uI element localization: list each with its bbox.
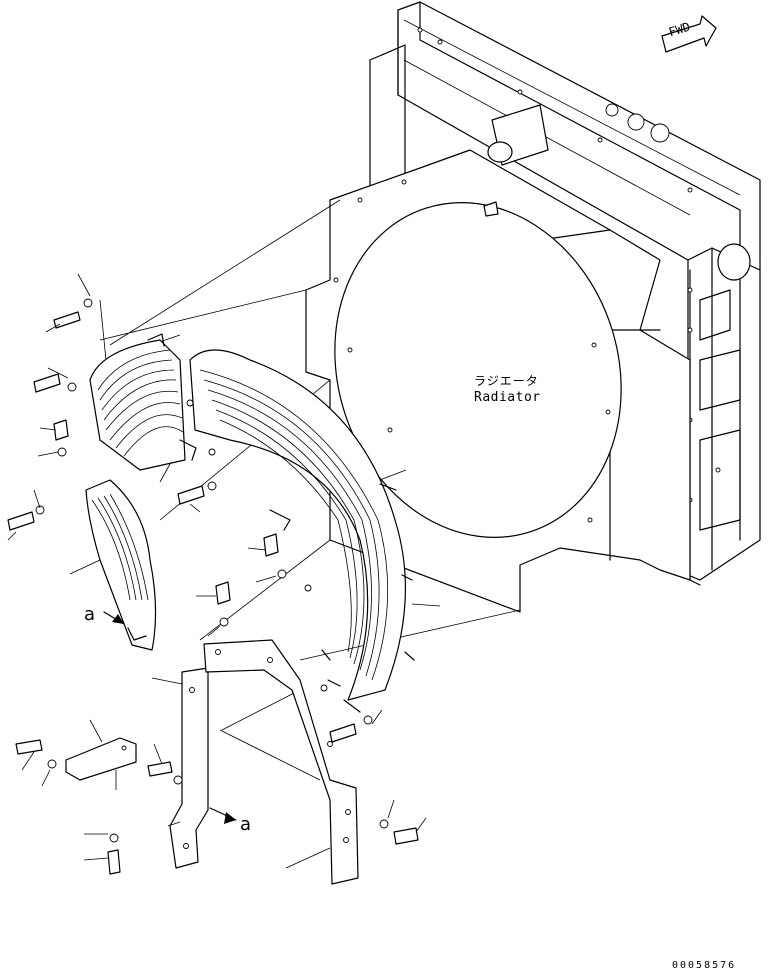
bolt-icon bbox=[329, 715, 373, 743]
figure-code: 00058576 bbox=[672, 960, 737, 971]
bolt-icon bbox=[215, 581, 231, 627]
fan-guard-net-upper-left bbox=[89, 333, 197, 471]
bolt-icon bbox=[15, 739, 57, 769]
bolt-icon bbox=[53, 419, 69, 457]
bracket-angled-center bbox=[203, 639, 359, 885]
view-marker-a-1: a bbox=[84, 604, 96, 625]
radiator-label-jp: ラジエータ bbox=[474, 374, 539, 388]
bolt-icon bbox=[379, 819, 419, 845]
fan-shroud-plate bbox=[305, 149, 691, 613]
view-marker-a-2: a bbox=[240, 814, 252, 835]
fan-guard-net-lower-left bbox=[85, 479, 157, 651]
bolt-icon bbox=[147, 761, 183, 785]
bolt-icon bbox=[53, 298, 93, 329]
radiator-core bbox=[369, 1, 761, 586]
leader-lines bbox=[7, 273, 441, 869]
fan-guard-net-right bbox=[189, 349, 415, 713]
bolt-icon bbox=[33, 373, 77, 393]
bolt-icon bbox=[263, 533, 287, 579]
bracket-vertical-left bbox=[169, 667, 209, 869]
spacer-block bbox=[65, 737, 137, 781]
fwd-arrow-icon bbox=[661, 15, 717, 53]
bolt-icon bbox=[107, 833, 121, 875]
bolt-icon bbox=[177, 481, 217, 505]
bolts-and-washers bbox=[7, 298, 419, 875]
radiator-label-en: Radiator bbox=[474, 390, 541, 405]
bolt-icon bbox=[7, 505, 45, 531]
